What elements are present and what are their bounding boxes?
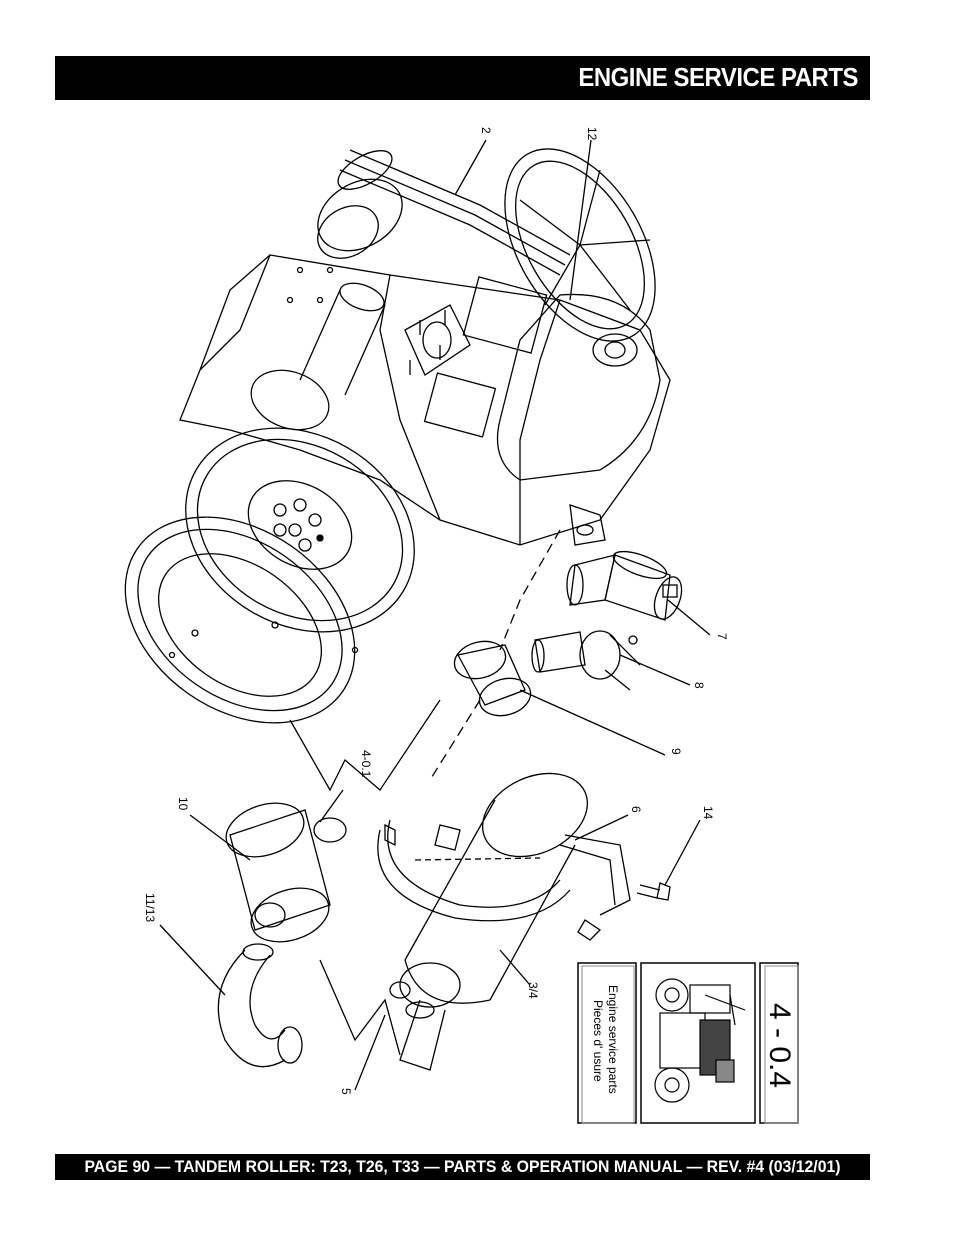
callout-14: 14 [701,806,715,820]
figure-thumbnail-roller [654,978,746,1103]
footer-text: PAGE 90 — TANDEM ROLLER: T23, T26, T33 —… [84,1157,841,1176]
flywheel-housing-drawing [185,427,415,633]
callout-4-0-1: 4-0.1 [359,750,373,778]
muffler-band-drawing [377,819,631,941]
callout-7: 7 [715,633,729,640]
callout-6: 6 [629,806,643,813]
callout-11-13: 11/13 [143,893,157,922]
figure-code: 4 - 0.4 [763,1003,796,1088]
callout-3-4: 3/4 [526,982,540,999]
page-footer: PAGE 90 — TANDEM ROLLER: T23, T26, T33 —… [55,1154,870,1180]
callout-10: 10 [176,797,190,811]
bolt-drawing [636,882,671,901]
elbow-hose-drawing [217,943,303,1068]
callout-2: 2 [479,127,493,134]
air-element-drawing [453,640,532,717]
callout-5: 5 [339,1088,353,1095]
air-cleaner-drawing [225,802,347,943]
page-header: ENGINE SERVICE PARTS [55,56,870,100]
fuel-filter-drawing [531,630,641,691]
belt-drawing [317,149,571,276]
callout-8: 8 [692,682,706,689]
figure-label-line1: Engine service parts [606,985,620,1094]
figure-reference-box: Engine service parts Pieces d' usure 4 -… [577,962,799,1124]
exhaust-flange-drawing [404,304,471,376]
figure-label-line2: Pieces d' usure [591,1000,605,1082]
muffler-drawing [389,772,589,1071]
air-intake-drawing [250,282,386,431]
radiator-fan-drawing [504,148,656,342]
callout-9: 9 [669,748,683,755]
engine-block-drawing [179,254,671,546]
oil-filter-drawing [566,550,683,621]
page-title: ENGINE SERVICE PARTS [578,62,858,92]
callout-12: 12 [585,127,599,141]
flywheel-cover-drawing [124,516,359,724]
